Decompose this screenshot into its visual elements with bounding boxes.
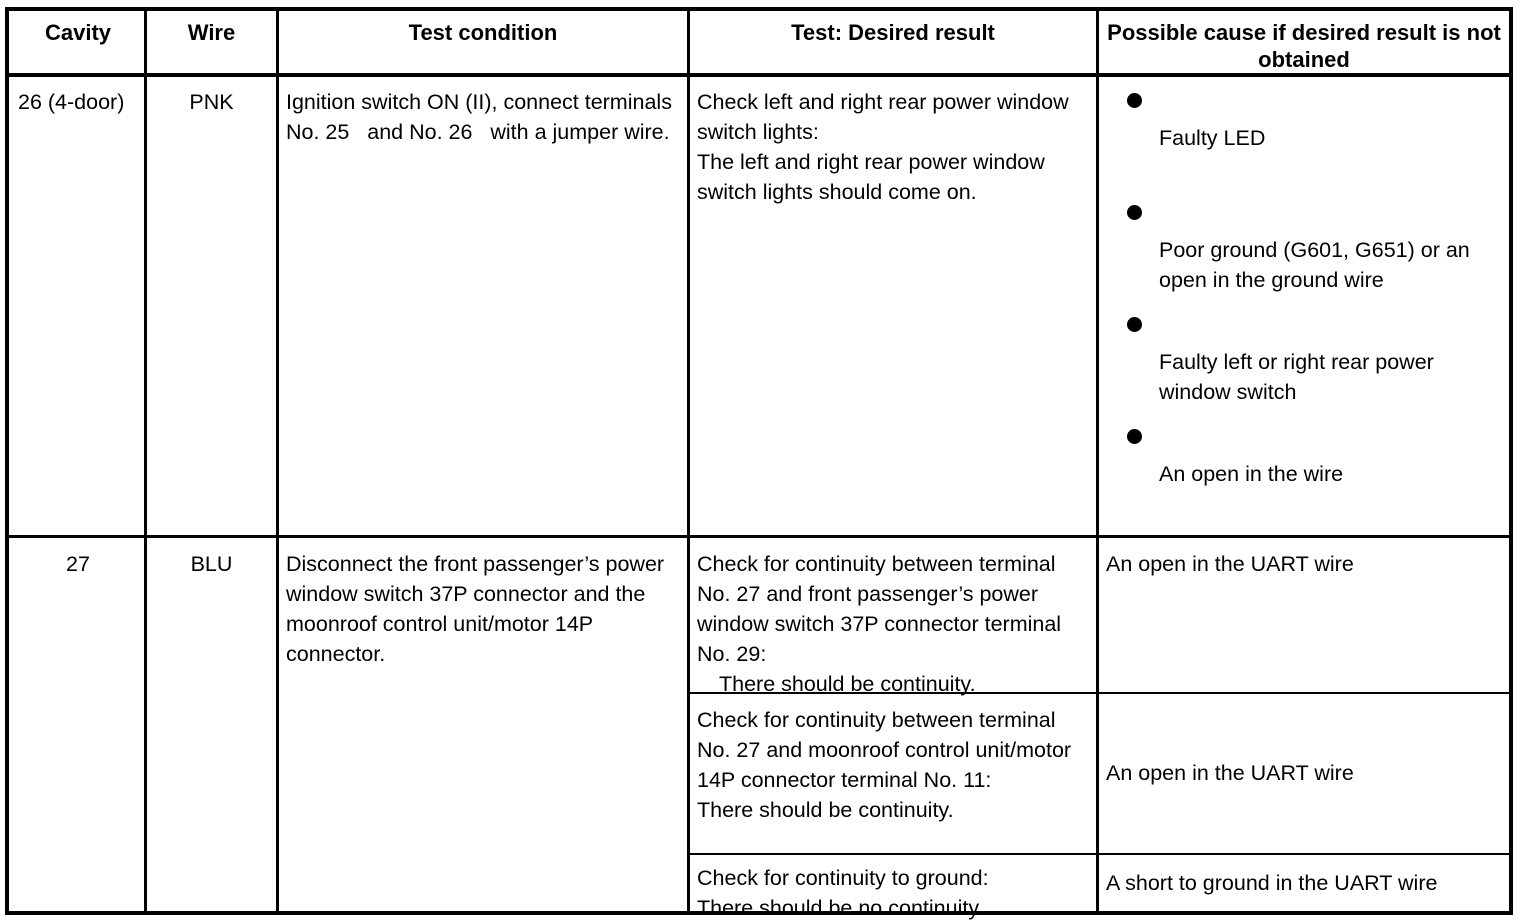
cell-desired-result-row2-sub2: Check for continuity between terminal No… [690, 694, 1096, 853]
cell-possible-cause-row2-sub1: An open in the UART wire [1099, 538, 1509, 692]
cell-test-condition-row1-container: Ignition switch ON (II), connect termina… [279, 77, 687, 535]
possible-cause-bullet-list: Faulty LED Poor ground (G601, G651) or a… [1107, 81, 1505, 529]
header-label-cavity: Cavity [44, 20, 112, 45]
bullet-dot-icon [1127, 317, 1142, 332]
cell-cavity-row1: 26 (4-door) [18, 90, 125, 114]
column-divider-condition-desired [687, 11, 690, 911]
desired-result-verdict-sub2: There should be continuity. [697, 798, 954, 823]
header-cell-test-condition: Test condition [279, 11, 687, 73]
table-row: 26 (4-door) [12, 77, 144, 535]
cell-test-condition-row2: Disconnect the front passenger’s power w… [286, 552, 671, 667]
subrow-divider-1 [687, 692, 1509, 694]
list-item: Faulty LED [1107, 81, 1505, 193]
possible-cause-text-sub1: An open in the UART wire [1106, 552, 1354, 576]
cell-possible-cause-row2-sub3: A short to ground in the UART wire [1099, 855, 1509, 911]
subrow-divider-2 [687, 853, 1509, 855]
list-item: Faulty left or right rear power window s… [1107, 305, 1505, 417]
cell-desired-result-row1-container: Check left and right rear power window s… [690, 77, 1096, 535]
cell-wire-row2-container: BLU [147, 538, 276, 911]
bullet-text: Poor ground (G601, G651) or an open in t… [1159, 238, 1470, 293]
header-label-possible-cause: Possible cause if desired result is not … [1107, 20, 1507, 72]
header-label-desired-result: Test: Desired result [791, 20, 995, 45]
table-inner: Cavity Wire Test condition Test: Desired… [9, 11, 1509, 920]
column-divider-desired-cause [1096, 11, 1099, 911]
header-bottom-divider [9, 73, 1509, 77]
possible-cause-text-sub2: An open in the UART wire [1106, 761, 1354, 786]
bullet-text: Faulty left or right rear power window s… [1159, 350, 1434, 405]
bullet-dot-icon [1127, 205, 1142, 220]
column-divider-cavity-wire [144, 11, 147, 911]
cell-wire-row2: BLU [190, 552, 233, 576]
header-label-test-condition: Test condition [408, 20, 558, 45]
cell-desired-result-row1: Check left and right rear power window s… [697, 90, 1069, 205]
column-divider-wire-condition [276, 11, 279, 911]
cell-test-condition-row2-container: Disconnect the front passenger’s power w… [279, 538, 687, 911]
cell-cavity-row2: 27 [66, 552, 90, 576]
header-cell-possible-cause: Possible cause if desired result is not … [1099, 11, 1509, 73]
cell-possible-cause-row1-container: Faulty LED Poor ground (G601, G651) or a… [1099, 77, 1509, 535]
cell-desired-result-row2-sub1: Check for continuity between terminal No… [690, 538, 1096, 696]
bullet-text: An open in the wire [1159, 462, 1344, 486]
table-row: 27 [12, 538, 144, 911]
bullet-dot-icon [1127, 93, 1142, 108]
list-item: Poor ground (G601, G651) or an open in t… [1107, 193, 1505, 305]
header-cell-cavity: Cavity [12, 11, 144, 73]
cell-wire-row1-container: PNK [147, 77, 276, 535]
row-divider-26-27 [9, 535, 1509, 538]
cell-possible-cause-row2-sub2: An open in the UART wire [1099, 694, 1509, 853]
desired-result-verdict-sub1: There should be continuity. [719, 672, 976, 697]
header-cell-desired-result: Test: Desired result [690, 11, 1096, 73]
list-item: An open in the wire [1107, 417, 1505, 529]
cell-test-condition-row1: Ignition switch ON (II), connect termina… [286, 90, 678, 145]
header-label-wire: Wire [187, 20, 236, 45]
desired-result-main-sub3: Check for continuity to ground: [697, 866, 989, 890]
possible-cause-text-sub3: A short to ground in the UART wire [1106, 870, 1438, 895]
troubleshooting-table: Cavity Wire Test condition Test: Desired… [5, 7, 1513, 920]
bullet-dot-icon [1127, 429, 1142, 444]
cell-wire-row1: PNK [189, 90, 234, 114]
cell-desired-result-row2-sub3: Check for continuity to ground: There sh… [690, 855, 1096, 920]
header-cell-wire: Wire [147, 11, 276, 73]
bullet-text: Faulty LED [1159, 126, 1266, 150]
desired-result-main-sub1: Check for continuity between terminal No… [697, 552, 1068, 667]
desired-result-verdict-sub3: There should be no continuity. [697, 896, 984, 921]
desired-result-main-sub2: Check for continuity between terminal No… [697, 708, 1078, 793]
